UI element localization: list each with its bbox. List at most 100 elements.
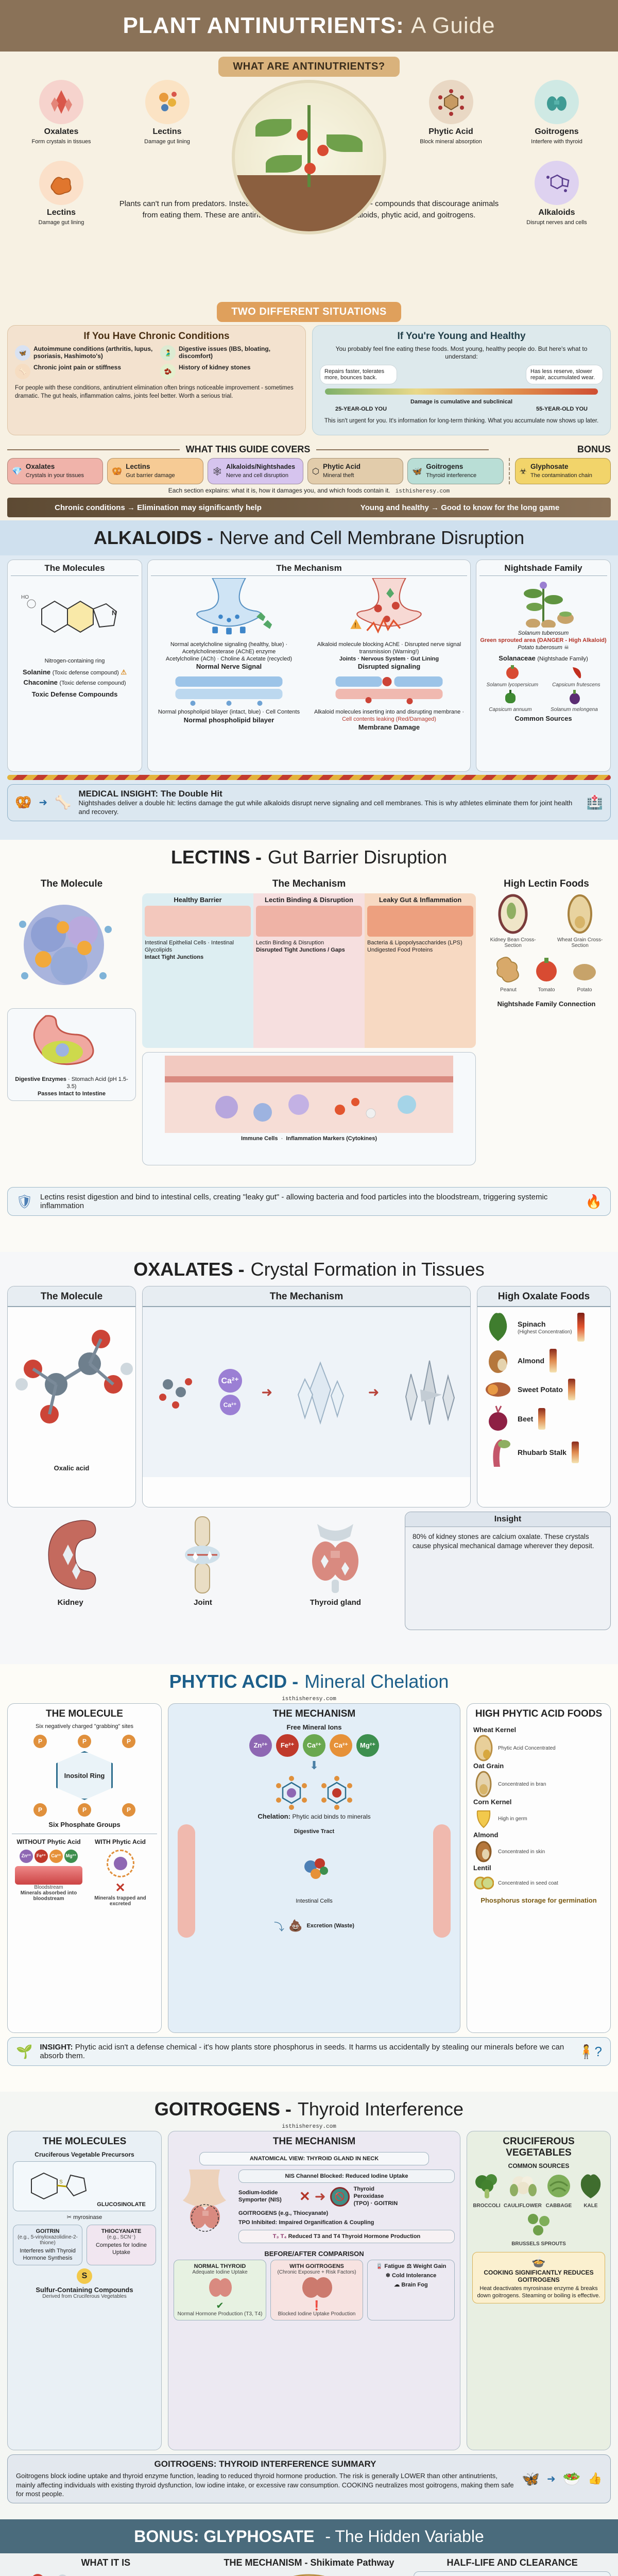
intro-item-label: Goitrogens xyxy=(535,127,579,136)
almond-item: Almond xyxy=(484,1347,604,1374)
magnesium-ion: Mg²⁺ xyxy=(64,1849,78,1863)
thiocyanate-sub: (e.g., SCN⁻) xyxy=(107,2234,136,2240)
cabbage-item: CABBAGE xyxy=(544,2172,574,2209)
blocked-x-icon: ✕ xyxy=(115,1880,126,1895)
summary-text: Goitrogens block iodine uptake and thyro… xyxy=(16,2472,514,2498)
food-label: Rhubarb Stalk xyxy=(518,1448,566,1456)
cooked-bowl-icon: 🥗 xyxy=(562,2470,581,2487)
young-footer-text: This isn't urgent for you. It's informat… xyxy=(324,417,599,424)
calcium-ion: Ca²⁺ xyxy=(219,1395,241,1415)
card-desc: Thyroid interference xyxy=(426,472,477,479)
lectins-title-rest: Gut Barrier Disruption xyxy=(267,846,448,868)
anatomical-view-label: ANATOMICAL VIEW: THYROID GLAND IN NECK xyxy=(199,2152,429,2165)
kidney-target: Kidney xyxy=(7,1512,133,1630)
free-ions-label: Free Mineral Ions xyxy=(286,1723,342,1731)
solanine-sub: (Toxic defense compound) xyxy=(52,669,119,676)
myrosinase-row: ✂ myrosinase xyxy=(8,2214,161,2222)
sharp-crystals-illustration xyxy=(405,1360,455,1425)
food-label: Almond xyxy=(518,1357,545,1365)
alkaloids-section: ALKALOIDS -Nerve and Cell Membrane Disru… xyxy=(0,520,618,840)
concentration-bar xyxy=(568,1379,575,1400)
damage-cumulative-label: Damage is cumulative and subclinical xyxy=(410,399,513,405)
concentration-bar xyxy=(577,1313,585,1342)
cooking-title: COOKING SIGNIFICANTLY REDUCES GOITROGENS xyxy=(484,2269,594,2283)
insight-text: Phytic acid isn't a defense chemical - i… xyxy=(40,2043,564,2060)
leaking-label: Cell contents leaking (Red/Damaged) xyxy=(342,716,436,722)
thyroid-icon: 🦋 xyxy=(15,345,30,361)
precursors-label: Cruciferous Vegetable Precursors xyxy=(35,2151,134,2158)
page-title: PLANT ANTINUTRIENTS: A Guide xyxy=(123,13,495,39)
svg-text:N: N xyxy=(112,609,116,617)
veg-label: CAULIFLOWER xyxy=(504,2203,542,2209)
cruciferous-panel: CRUCIFEROUS VEGETABLES COMMON SOURCES BR… xyxy=(467,2131,611,2450)
broccoli-item: BROCCOLI xyxy=(472,2172,502,2209)
skull-warning-icon: ☠ xyxy=(564,644,569,651)
with-goitrogens-label: WITH GOITROGENS xyxy=(289,2263,344,2269)
disrupted-caption: Disrupted signaling xyxy=(357,663,421,671)
alkaloids-mechanism-panel: The Mechanism Normal acetylcholine signa… xyxy=(147,560,471,772)
thiocyanate-label: THIOCYANATE xyxy=(101,2228,142,2234)
panel-title: THE MECHANISM xyxy=(272,1708,356,1719)
grabbing-sites-label: Six negatively charged "grabbing" sites xyxy=(35,1723,134,1730)
curved-arrow-icon: ⤵ xyxy=(274,1921,285,1933)
goitrogens-title-rest: Thyroid Interference xyxy=(297,2098,464,2120)
food-label: Tomato xyxy=(538,987,555,993)
target-joints: Joints xyxy=(339,655,356,662)
chronic-footer-text: For people with these conditions, antinu… xyxy=(15,385,294,399)
thyroid-icon xyxy=(535,80,579,124)
stomach-acid-label: Stomach Acid (pH 1.5-3.5) xyxy=(66,1076,128,1090)
panel-title: THE MECHANISM xyxy=(272,2136,356,2147)
card-desc: Gut barrier damage xyxy=(126,472,175,479)
chili-species: Capsicum frutescens xyxy=(552,682,600,688)
molecules-caption: Toxic Defense Compounds xyxy=(31,690,118,698)
dashed-divider xyxy=(508,458,510,484)
oxalate-molecule-panel: The Molecule Oxalic acid xyxy=(7,1286,136,1507)
iron-ion: Fe²⁺ xyxy=(276,1734,299,1757)
alert-icon: ❗ xyxy=(311,2300,323,2311)
phytic-title-bold: PHYTIC ACID - xyxy=(169,1671,299,1692)
symptom-cold: ❄ Cold Intolerance xyxy=(385,2272,437,2279)
goitrogen-molecules-panel: THE MOLECULES Cruciferous Vegetable Prec… xyxy=(7,2131,162,2450)
column-title: The Molecule xyxy=(40,878,103,889)
condition-label: Autoimmune conditions (arthritis, lupus,… xyxy=(33,345,153,360)
arrow-icon: ➜ xyxy=(546,2473,556,2485)
food-sub: Concentrated in skin xyxy=(498,1849,545,1855)
divider xyxy=(7,449,180,450)
intestinal-cells-label: Intestinal Cells xyxy=(296,1898,333,1905)
thyroid-illustration xyxy=(312,1524,359,1593)
page-title-bold: PLANT ANTINUTRIENTS: xyxy=(123,13,404,38)
sulfur-icon: S xyxy=(77,2268,92,2284)
oxalates-title: OXALATES -Crystal Formation in Tissues xyxy=(7,1255,611,1284)
oxalic-acid-structure xyxy=(15,1330,133,1423)
ache-enzyme-label: Acetylcholinesterase (AChE) enzyme xyxy=(182,648,276,655)
nightshade-connection-label: Nightshade Family Connection xyxy=(497,1000,596,1008)
panel-title: The Molecule xyxy=(8,1286,135,1307)
corn-kernel-item: Corn Kernel High in germ xyxy=(473,1798,604,1831)
bonus-heading: BONUS xyxy=(577,444,611,454)
divider xyxy=(316,449,489,450)
bar-chronic-label: Chronic conditions → Elimination may sig… xyxy=(55,503,262,512)
intro-item-desc: Interfere with thyroid xyxy=(531,139,582,145)
eggplant-item: Solanum melongena xyxy=(551,689,598,713)
normal-caption: Normal Hormone Production (T3, T4) xyxy=(177,2311,263,2317)
insight-bold: INSIGHT: xyxy=(40,2043,73,2052)
lps-label: Bacteria & Lipopolysaccharides (LPS) xyxy=(367,940,462,946)
goitrin-sub: (e.g., 5-vinyloxazolidine-2-thione) xyxy=(18,2234,78,2246)
lectin-mechanism-column: The Mechanism Healthy Barrier Intestinal… xyxy=(142,874,476,1183)
solanaceae-sub: (Nightshade Family) xyxy=(537,656,588,663)
calcium-ion: Ca²⁺ xyxy=(49,1849,63,1863)
veg-label: CABBAGE xyxy=(545,2203,572,2209)
bell-pepper-item: Capsicum annuum xyxy=(489,689,532,713)
subpanel-title: Healthy Barrier xyxy=(174,896,222,904)
phytic-mechanism-panel: THE MECHANISM Free Mineral Ions Zn²⁺ Fe²… xyxy=(168,1703,460,2033)
thumbs-up-icon: 👍 xyxy=(588,2472,602,2485)
concentration-bar xyxy=(538,1408,546,1430)
check-icon: ✔ xyxy=(216,2300,224,2311)
lectin-binding-label: Lectin Binding & Disruption xyxy=(256,940,324,946)
membrane-damage-diagram: Alkaloid molecules inserting into and di… xyxy=(311,673,467,731)
tomato-item: Solanum lycopersicum xyxy=(487,664,538,688)
green-sprout-danger-label: Green sprouted area (DANGER - High Alkal… xyxy=(480,637,607,643)
calcium-ion: Ca²⁺ xyxy=(303,1734,325,1757)
stomach-icon: 🫃 xyxy=(160,345,176,361)
